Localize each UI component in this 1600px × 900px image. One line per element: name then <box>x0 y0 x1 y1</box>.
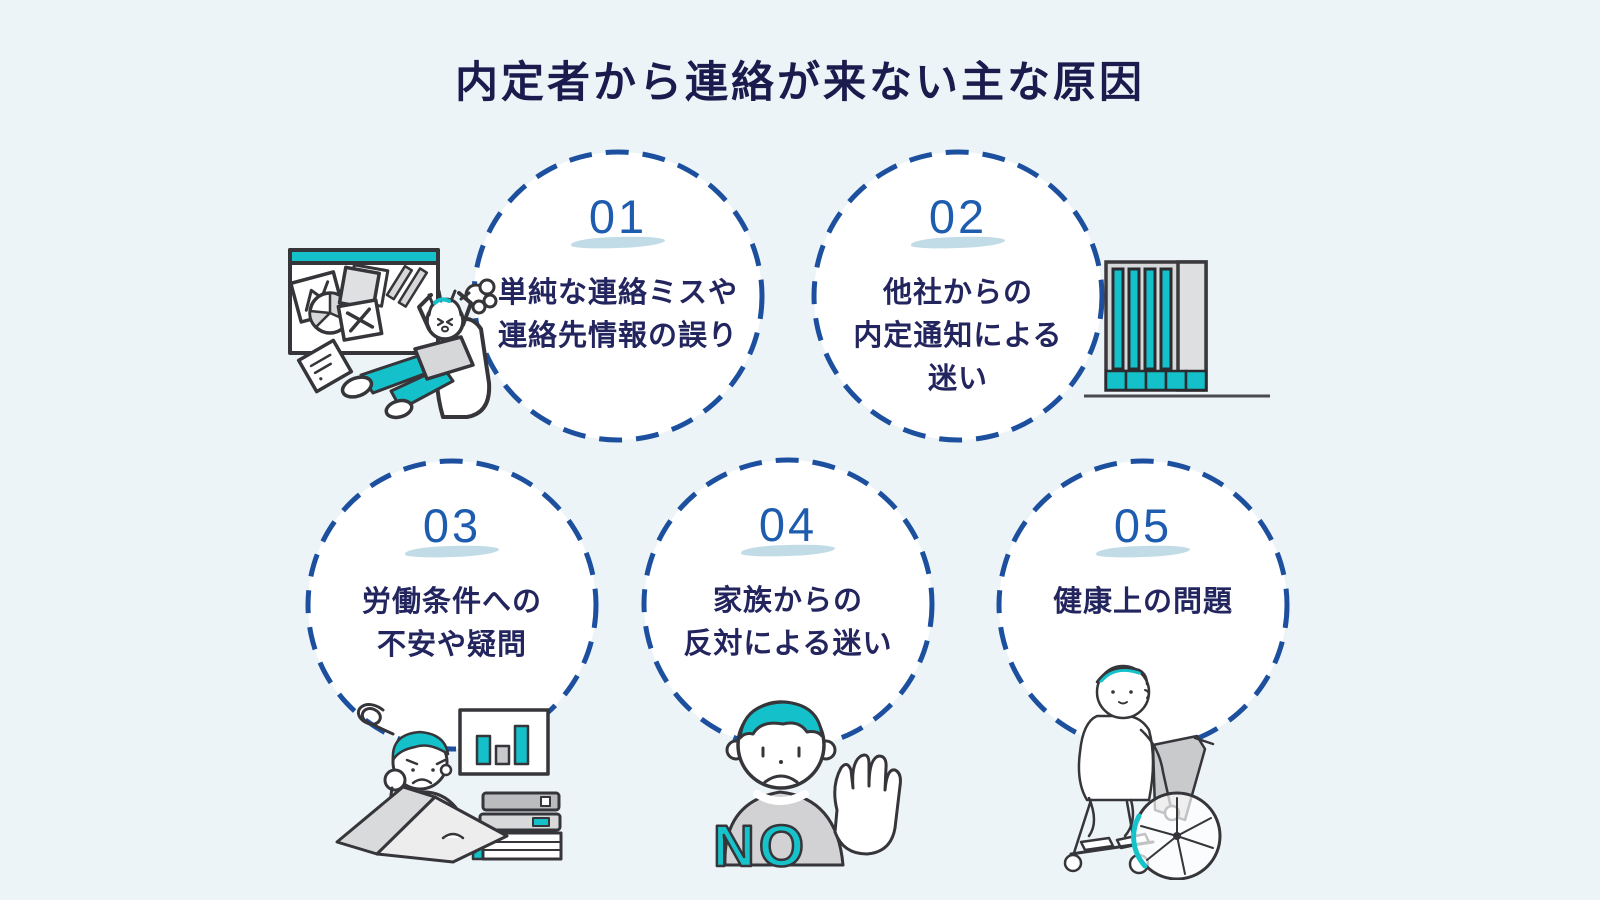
reason-text: 労働条件への 不安や疑問 <box>361 586 542 662</box>
office-building-illustration <box>1084 260 1270 398</box>
reason-number: 02 <box>928 190 988 243</box>
reason-number: 04 <box>758 498 818 551</box>
reason-circle-02: 02 他社からの 内定通知による 迷い <box>810 148 1106 444</box>
dashed-circle-icon <box>305 458 599 752</box>
reason-circle-01: 01 単純な連絡ミスや 連絡先情報の誤り <box>470 148 766 444</box>
reason-number: 03 <box>422 499 482 552</box>
dashed-circle-icon <box>811 149 1105 443</box>
reason-text: 単純な連絡ミスや 連絡先情報の誤り <box>497 277 738 353</box>
reason-text: 他社からの 内定通知による 迷い <box>853 277 1063 396</box>
reason-number: 05 <box>1113 499 1173 552</box>
reason-circle-05: 05 健康上の問題 <box>995 457 1291 753</box>
no-label: NO <box>713 814 808 875</box>
reason-circle-03: 03 労働条件への 不安や疑問 <box>304 457 600 753</box>
worried-at-laptop-illustration <box>335 703 563 864</box>
reason-text: 家族からの 反対による迷い <box>683 585 893 661</box>
reason-circle-04: 04 家族からの 反対による迷い <box>640 456 936 752</box>
refusing-person-illustration: NO <box>712 700 902 875</box>
stressed-worker-illustration <box>288 248 498 420</box>
wheelchair-user-illustration <box>1063 664 1222 880</box>
reason-number: 01 <box>588 190 648 243</box>
page-title: 内定者から連絡が来ない主な原因 <box>455 59 1145 107</box>
reason-text: 健康上の問題 <box>1052 586 1233 619</box>
